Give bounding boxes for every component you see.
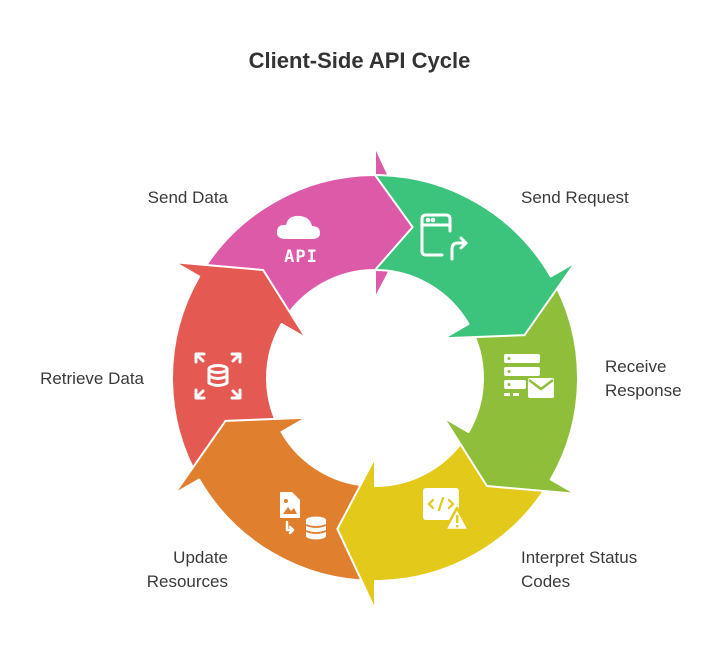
update-resources-line2: Resources	[146, 572, 228, 591]
receive-response-line2: Response	[605, 381, 682, 400]
step-label-send-request: Send Request	[521, 188, 629, 207]
receive-response-line1: Receive	[605, 357, 667, 376]
step-label-retrieve-data: Retrieve Data	[40, 369, 144, 388]
interpret-status-line2: Codes	[521, 572, 571, 591]
code-warning-icon	[423, 488, 471, 532]
interpret-status-line1: Interpret Status	[521, 548, 638, 567]
step-label-interpret-status-codes: Interpret Status Codes	[521, 546, 637, 594]
browser-window-send-icon	[420, 213, 468, 261]
file-database-icon	[280, 492, 327, 540]
cloud-api-icon: API	[276, 215, 320, 267]
step-label-send-data: Send Data	[147, 188, 228, 207]
segment-interpret-status-codes	[336, 431, 552, 611]
update-resources-line1: Update	[173, 548, 228, 567]
cycle-icons: API	[194, 213, 554, 540]
diagram-title: Client-Side API Cycle	[248, 48, 471, 73]
step-label-receive-response: Receive Response	[605, 355, 682, 403]
step-label-update-resources: Update Resources	[147, 546, 228, 594]
segment-update-resources	[173, 416, 376, 582]
cycle-segments	[171, 145, 579, 611]
server-mail-icon	[504, 354, 554, 398]
database-expand-icon	[194, 352, 242, 400]
api-icon-text: API	[284, 247, 318, 267]
